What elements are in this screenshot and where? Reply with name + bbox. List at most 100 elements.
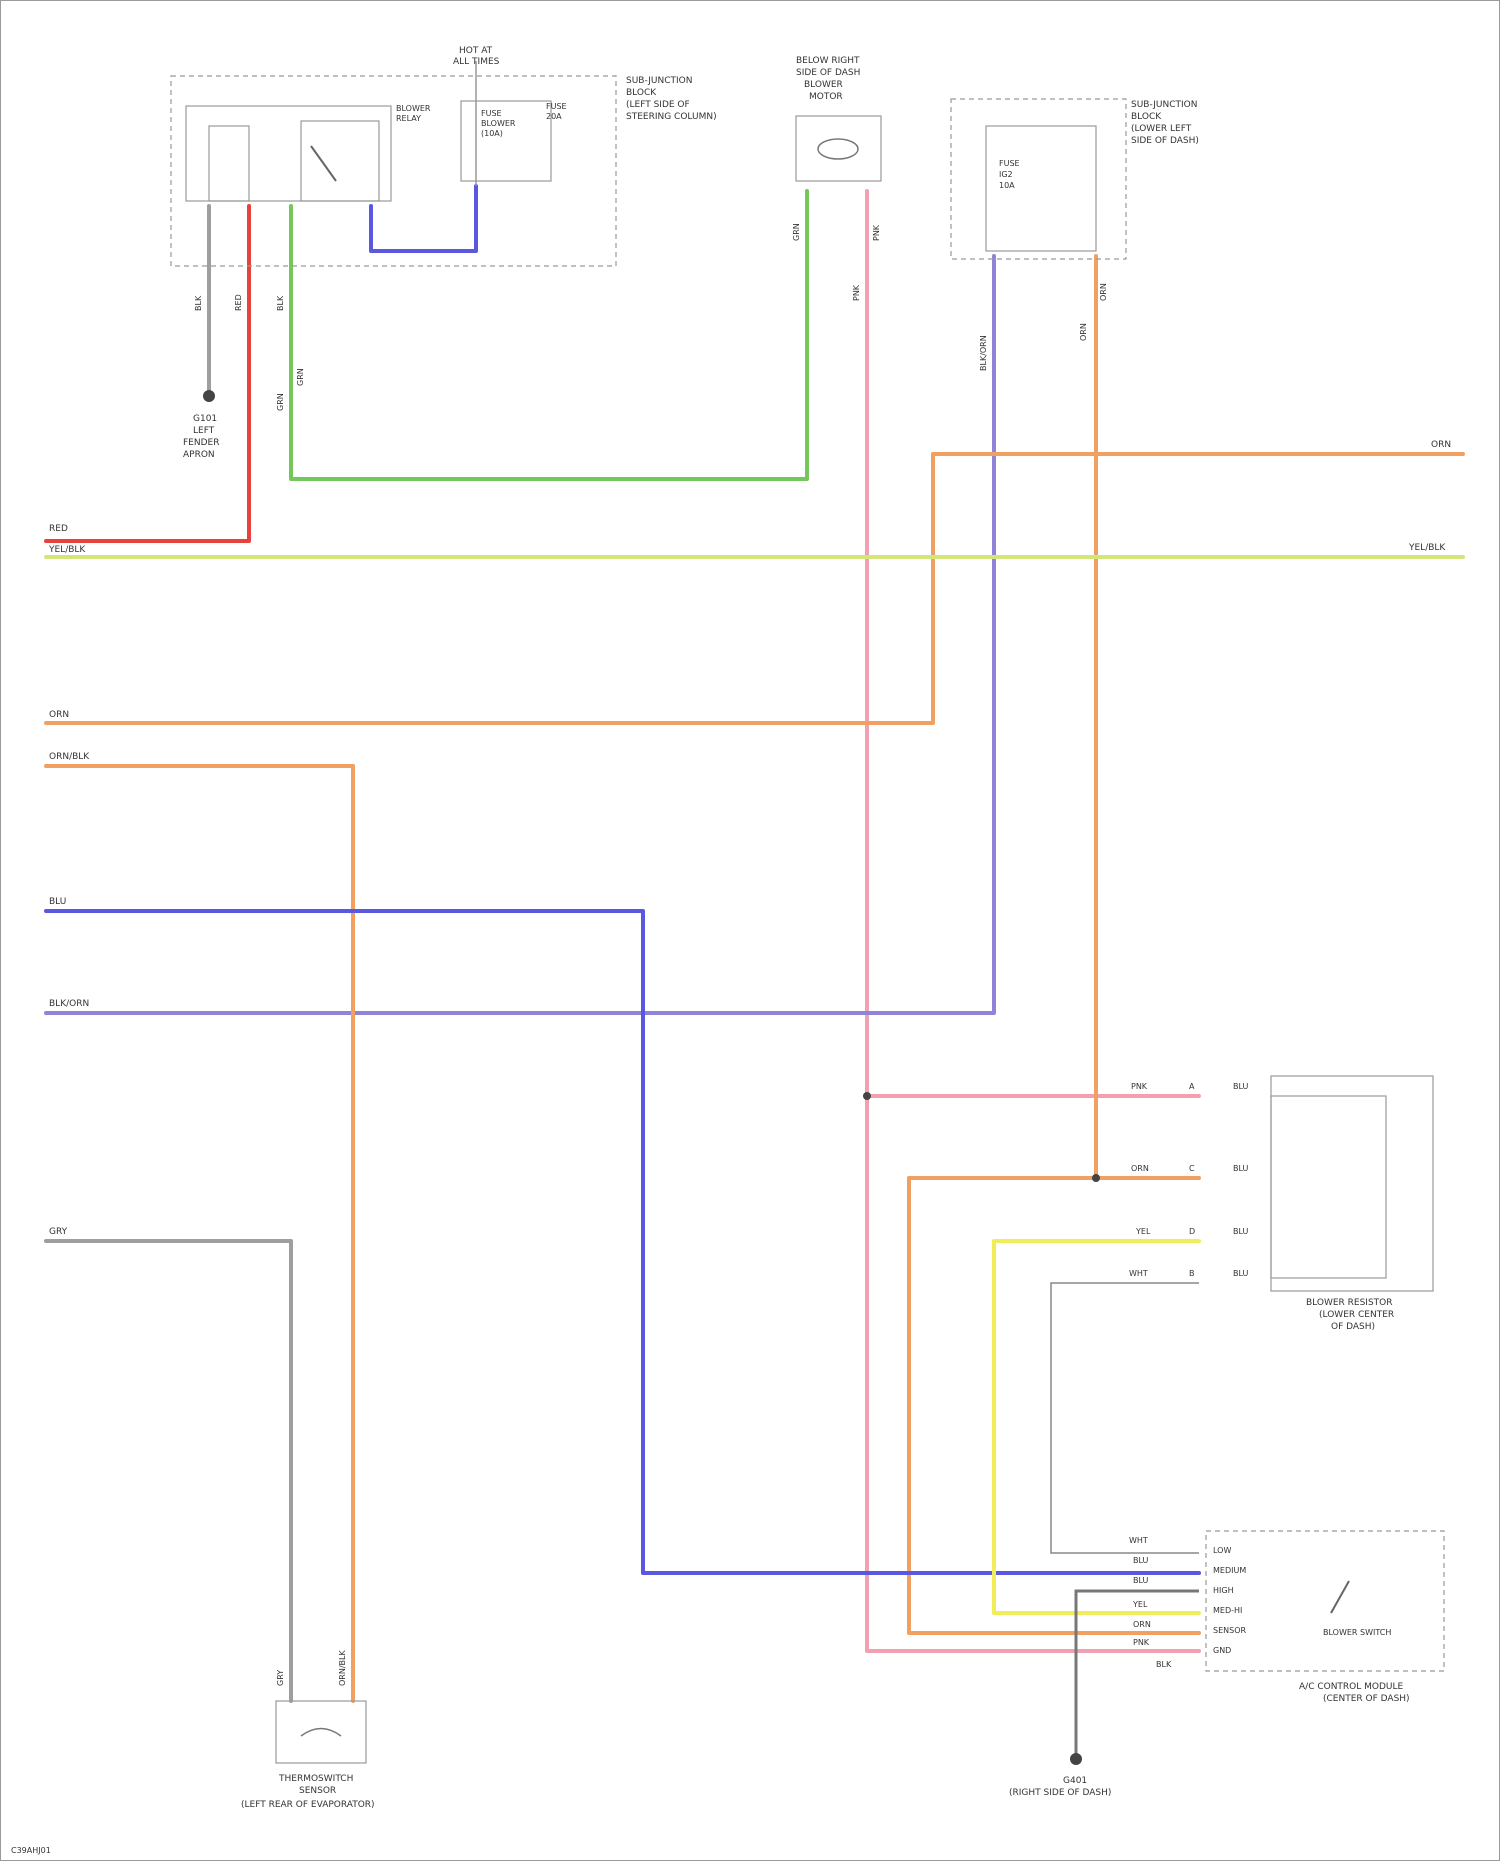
fuse-small-4: 20A	[546, 112, 562, 121]
sw-row-4-label: SENSOR	[1213, 1626, 1246, 1635]
fuse-box-small	[461, 101, 551, 181]
thermo-switch-box	[276, 1701, 366, 1763]
wire-ground-bottom	[1076, 1591, 1199, 1759]
subj-right-0: SUB-JUNCTION	[1131, 100, 1197, 110]
wire-pink	[867, 191, 1199, 1651]
sw-row-0-label: LOW	[1213, 1546, 1231, 1555]
relay-switch-area	[301, 121, 379, 201]
subj-right-1: BLOCK	[1131, 112, 1162, 122]
switch-module-1: (CENTER OF DASH)	[1323, 1694, 1410, 1704]
blower-motor-symbol	[818, 139, 858, 159]
subj-right-3: SIDE OF DASH)	[1131, 136, 1199, 146]
labels: HOT AT ALL TIMES SUB-JUNCTION BLOCK (LEF…	[11, 46, 1451, 1855]
relay-contact	[311, 146, 336, 181]
wire-green	[291, 191, 807, 479]
wire-red	[46, 206, 249, 541]
ground-g401-symbol	[1070, 1753, 1082, 1765]
wire-yellow	[994, 1241, 1199, 1613]
left-label-violet: BLK/ORN	[49, 999, 89, 1009]
sw-row-0-wire: WHT	[1129, 1536, 1148, 1545]
sw-row-3-label: MED-HI	[1213, 1606, 1242, 1615]
left-label-orange2: ORN/BLK	[49, 752, 90, 762]
sw-row-4-wire: ORN	[1133, 1620, 1151, 1629]
relay-box-label-0: SUB-JUNCTION	[626, 76, 692, 86]
left-label-red: RED	[49, 524, 68, 534]
thermo-label-1: SENSOR	[299, 1786, 336, 1796]
subjunction-right-box	[951, 99, 1126, 259]
wire-orange-right	[46, 454, 1463, 723]
res-pin-0-code: BLU	[1233, 1082, 1249, 1091]
res-pin-3-pin: B	[1189, 1269, 1195, 1278]
sw-row-3-wire: YEL	[1132, 1600, 1148, 1609]
fuse-small-0: FUSE	[481, 109, 502, 118]
junction-dots	[203, 390, 1100, 1765]
tag-green-mid: GRN	[276, 393, 285, 411]
relay-box-label-2: (LEFT SIDE OF	[626, 100, 690, 110]
relay-box-label-1: BLOCK	[626, 88, 657, 98]
thermo-label-2: (LEFT REAR OF EVAPORATOR)	[241, 1800, 375, 1810]
tag-relay-third: BLK	[276, 295, 285, 311]
switch-module-0: A/C CONTROL MODULE	[1299, 1682, 1404, 1692]
tag-subj-left: BLK/ORN	[979, 335, 988, 371]
left-label-lightgreen: YEL/BLK	[48, 545, 86, 555]
wires	[46, 186, 1463, 1759]
resistor-label-0: BLOWER RESISTOR	[1306, 1298, 1393, 1308]
fuse-small-1: BLOWER	[481, 119, 516, 128]
subj-right-2: (LOWER LEFT	[1131, 124, 1192, 134]
junction-orange	[1092, 1174, 1100, 1182]
blower-switch-box	[1206, 1531, 1444, 1671]
subj-inner-2: 10A	[999, 181, 1015, 190]
tag-subj-right: ORN	[1099, 283, 1108, 301]
left-label-gray: GRY	[49, 1227, 68, 1237]
left-label-orange: ORN	[49, 710, 69, 720]
motor-label-2: BLOWER	[804, 80, 843, 90]
fuse-small-3: FUSE	[546, 102, 567, 111]
subj-inner-1: IG2	[999, 170, 1013, 179]
right-label-orange: ORN	[1431, 440, 1451, 450]
tag-relay-red: RED	[234, 294, 243, 311]
motor-label-3: MOTOR	[809, 92, 843, 102]
right-label-lightgreen: YEL/BLK	[1408, 543, 1446, 553]
res-pin-0-wire: PNK	[1131, 1082, 1148, 1091]
blower-relay-box	[186, 106, 391, 201]
ground-left-2: FENDER	[183, 438, 219, 448]
wire-white	[1051, 1283, 1199, 1553]
blower-switch-label: BLOWER SWITCH	[1323, 1628, 1391, 1637]
blower-resistor-inner	[1271, 1096, 1386, 1278]
resistor-label-2: OF DASH)	[1331, 1322, 1375, 1332]
res-pin-1-code: BLU	[1233, 1164, 1249, 1173]
res-pin-2-pin: D	[1189, 1227, 1195, 1236]
sw-row-1-label: MEDIUM	[1213, 1566, 1246, 1575]
sw-row-1-wire: BLU	[1133, 1556, 1149, 1565]
fuse-small-2: (10A)	[481, 129, 503, 138]
motor-label-1: SIDE OF DASH	[796, 68, 860, 78]
tag-thermo-right: ORN/BLK	[338, 1650, 347, 1686]
tag-subj-right2: ORN	[1079, 323, 1088, 341]
tag-relay-gray: BLK	[194, 295, 203, 311]
wire-blue-relay	[371, 186, 476, 251]
wire-orange-thermo	[46, 766, 353, 1701]
tag-motor-right2: PNK	[852, 284, 861, 301]
res-pin-2-code: BLU	[1233, 1227, 1249, 1236]
blower-resistor-box	[1271, 1076, 1433, 1291]
tag-motor-right: PNK	[872, 224, 881, 241]
ground-bottom-0: G401	[1063, 1776, 1087, 1786]
wire-violet	[46, 256, 994, 1013]
ground-bottom-1: (RIGHT SIDE OF DASH)	[1009, 1788, 1111, 1798]
thermo-label-0: THERMOSWITCH	[278, 1774, 353, 1784]
blower-motor-box	[796, 116, 881, 181]
res-pin-0-pin: A	[1189, 1082, 1195, 1091]
ground-left-0: G101	[193, 414, 217, 424]
relay-name-1: RELAY	[396, 114, 421, 123]
ground-left-3: APRON	[183, 450, 215, 460]
res-pin-2-wire: YEL	[1135, 1227, 1151, 1236]
subj-inner-0: FUSE	[999, 159, 1020, 168]
sw-row-2-label: HIGH	[1213, 1586, 1234, 1595]
relay-box-label-3: STEERING COLUMN)	[626, 112, 717, 122]
thermo-switch-symbol	[301, 1729, 341, 1737]
sw-row-5-label: GND	[1213, 1646, 1231, 1655]
relay-coil	[209, 126, 249, 201]
wire-orange-resistor	[909, 1178, 1199, 1633]
ground-left-1: LEFT	[193, 426, 215, 436]
